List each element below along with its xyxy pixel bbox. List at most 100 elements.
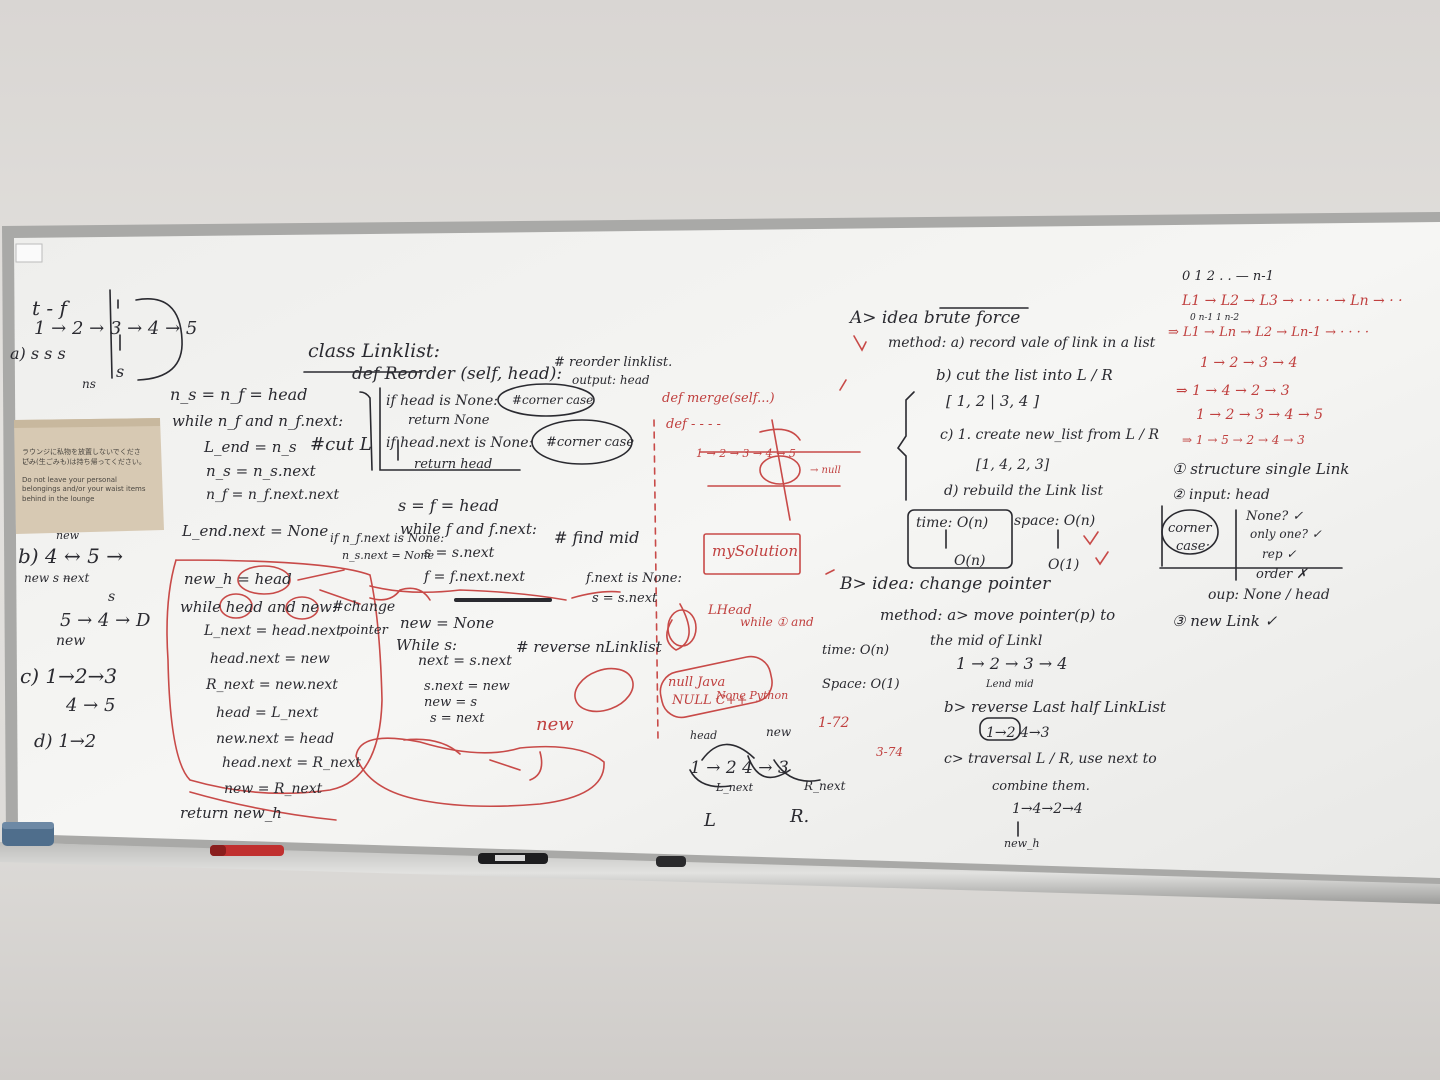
plan-A-note: b) cut the list into L / R — [936, 366, 1113, 384]
right-column-note: ⇒ 1 → 5 → 2 → 4 → 3 — [1182, 433, 1305, 447]
red-middle-note: mySolution — [712, 542, 798, 560]
plan-A-note: c) 1. create new_list from L / R — [940, 427, 1160, 443]
left-column-note: ns — [82, 377, 96, 391]
red-middle-note: 1 → 2 → 3 → 4 → 5 — [696, 447, 796, 460]
red-middle-note: null Java — [668, 675, 726, 690]
right-column-note: ② input: head — [1172, 487, 1270, 503]
class-block-note: s = s.next — [424, 545, 495, 561]
right-column-note: ① structure single Link — [1172, 460, 1350, 478]
middle-left-note: new = R_next — [224, 781, 323, 797]
box-1-2 — [979, 717, 1021, 741]
right-column-note: 1 → 2 → 3 → 4 → 5 — [1196, 407, 1324, 423]
right-column-note: order ✗ — [1256, 567, 1308, 582]
plan-A-note: O(1) — [1048, 557, 1080, 573]
class-block-note: #corner case — [512, 393, 594, 407]
sticker-label — [15, 243, 43, 263]
class-block-note: # find mid — [554, 528, 640, 547]
class-block-note: s = s.next — [592, 591, 658, 606]
notice-jp-line-1: ラウンジに私物を放置しないでください。 — [22, 448, 141, 466]
class-block-note: if head is None: — [386, 393, 498, 409]
middle-left-note: n_s = n_f = head — [170, 385, 308, 404]
plan-B-note: time: O(n) — [822, 643, 890, 658]
notice-jp-line-2: ごみ(生ごみも)は持ち帰ってください。 — [22, 458, 146, 466]
red-middle-note: 1-72 — [818, 715, 850, 731]
plan-A-note: space: O(n) — [1014, 513, 1096, 529]
class-block-note: f = f.next.next — [424, 569, 526, 585]
class-block-note: class Linklist: — [308, 340, 440, 362]
ellipse-corner-case-1 — [497, 383, 595, 417]
middle-left-note: L_end = n_s — [204, 438, 297, 456]
red-scribble-center — [355, 737, 605, 808]
right-column-note: ③ new Link ✓ — [1172, 612, 1278, 630]
right-column-note: 0 n-1 1 n-2 — [1190, 313, 1240, 323]
marker-tray — [0, 842, 1440, 904]
diagram-bottom-note: L — [704, 810, 716, 831]
diagram-bottom-note: head — [690, 729, 718, 742]
diagram-bottom-note: new — [766, 725, 792, 739]
bracket-b-mid — [896, 391, 915, 501]
middle-left-note: head.next = R_next — [222, 755, 361, 771]
right-column-note: corner — [1168, 521, 1212, 536]
middle-left-note: R_next = new.next — [206, 677, 338, 693]
left-column-note: c) 1→2→3 — [20, 664, 118, 688]
middle-left-note: new.next = head — [216, 731, 335, 747]
middle-left-note: #cut L — [310, 434, 372, 455]
red-marker — [210, 845, 284, 856]
left-column-note: 5 → 4 → D — [60, 610, 151, 631]
red-middle-note: NULL C++ — [672, 693, 748, 708]
plan-B-note: 1 → 2 → 3 → 4 — [956, 654, 1068, 673]
plan-B-note: the mid of Linkl — [930, 633, 1043, 649]
plan-B-note: combine them. — [992, 779, 1090, 794]
class-block-note: output: head — [572, 373, 650, 387]
middle-left-note: head = L_next — [216, 705, 319, 721]
plan-B-note: method: a> move pointer(p) to — [880, 606, 1116, 624]
class-block-note: # reorder linklist. — [554, 355, 673, 370]
class-block-note: f.next is None: — [586, 571, 682, 586]
box-time-space-A — [907, 509, 1013, 569]
red-ellipse-right — [574, 667, 634, 713]
middle-left-note: L_next = head.next — [204, 623, 342, 639]
class-block-note: s = f = head — [398, 496, 499, 515]
box-corner-case-1 — [379, 387, 521, 471]
middle-left-note: while n_f and n_f.next: — [172, 412, 344, 430]
class-block-note: while f and f.next: — [400, 520, 537, 538]
ellipse-corner-case-right — [1161, 509, 1219, 555]
class-block-note: new = None — [400, 614, 495, 632]
left-column-note: new — [56, 633, 86, 649]
plan-A-note: time: O(n) — [916, 515, 989, 531]
plan-B-note: b> reverse Last half LinkList — [944, 698, 1166, 716]
left-column-note: t - f — [32, 296, 67, 320]
plan-A-note: A> idea brute force — [850, 308, 1021, 328]
right-column-note: case: — [1176, 539, 1210, 554]
left-column-note: 1 → 2 → 3 → 4 → 5 — [34, 318, 198, 339]
diagram-bottom-note: R. — [790, 806, 810, 827]
class-block-note: return None — [408, 413, 490, 428]
red-middle-note: → null — [810, 465, 841, 476]
left-column-note: d) 1→2 — [34, 731, 97, 752]
class-block-note: #corner case — [546, 435, 635, 450]
plan-A-note: [1, 4, 2, 3] — [976, 457, 1050, 473]
bracket-a — [109, 289, 113, 379]
right-column-note: oup: None / head — [1208, 587, 1330, 603]
class-block-note: return head — [414, 457, 493, 472]
middle-left-note: pointer — [340, 623, 388, 638]
class-block-note: new = s — [424, 695, 478, 710]
plan-B-note: 1→2 4→3 — [986, 725, 1050, 741]
right-column-note: None? ✓ — [1246, 509, 1304, 524]
red-middle-note: new — [536, 714, 574, 735]
red-middle-note: LHead — [708, 603, 752, 618]
middle-left-note: return new_h — [180, 804, 282, 822]
red-bracket-left — [166, 559, 383, 795]
red-middle-note: while ① and — [740, 615, 814, 629]
red-middle-note: def - - - - — [666, 417, 721, 432]
left-column-note: new — [56, 529, 80, 542]
middle-left-note: #change — [332, 599, 396, 615]
middle-left-note: n_f = n_f.next.next — [206, 487, 340, 503]
class-block-note: if head.next is None: — [386, 435, 534, 451]
plan-B-note: c> traversal L / R, use next to — [944, 751, 1157, 767]
red-middle-note: 3-74 — [876, 745, 903, 759]
middle-left-note: n_s = n_s.next — [206, 462, 316, 480]
plan-B-note: 1→4→2→4 — [1012, 801, 1083, 817]
red-middle-note: None Python — [716, 689, 789, 702]
